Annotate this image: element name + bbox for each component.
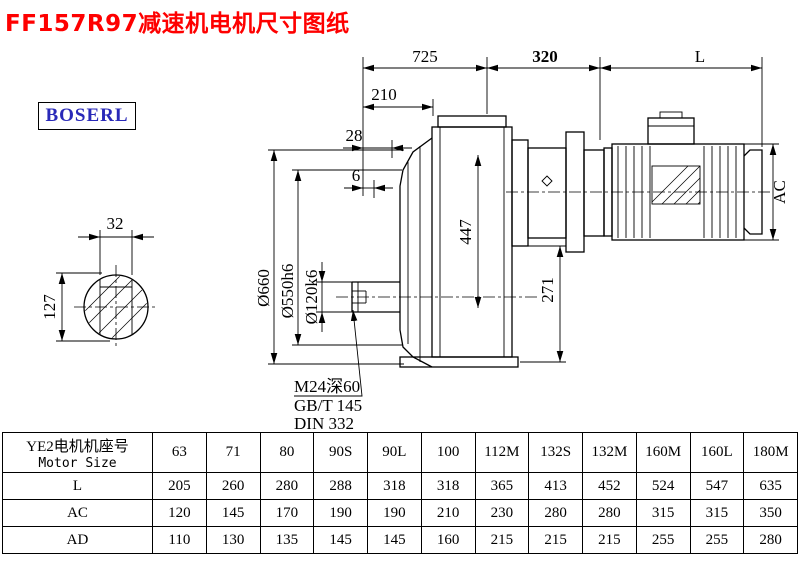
dim-value-cell: 315 [689, 499, 745, 527]
dim-d660: Ø660 [254, 269, 273, 307]
dim-value-cell: 255 [635, 526, 691, 554]
dim-value-cell: 120 [152, 499, 207, 527]
note-din: DIN 332 [294, 414, 354, 432]
terminal-box [647, 117, 695, 145]
page-title: FF157R97减速机电机尺寸图纸 [5, 11, 350, 37]
brand-logo: BOSERL [38, 102, 136, 130]
dim-value-cell: 280 [582, 499, 637, 527]
dim-127: 127 [40, 294, 59, 320]
dim-value-cell: 280 [259, 472, 315, 500]
dim-value-cell: 190 [313, 499, 368, 527]
top-dimensions: 725 320 L 210 28 6 [343, 47, 763, 198]
shaft-end-view: 32 127 [40, 214, 158, 349]
motor-size-col: 112M [474, 432, 530, 473]
dim-value-cell: 215 [582, 526, 637, 554]
motor-size-col: 90L [367, 432, 422, 473]
dim-value-cell: 135 [259, 526, 315, 554]
dim-L: L [695, 47, 705, 66]
motor-size-col: 63 [152, 432, 207, 473]
dim-value-cell: 260 [205, 472, 261, 500]
dim-210: 210 [371, 85, 397, 104]
dim-d550: Ø550h6 [278, 264, 297, 319]
dim-value-cell: 110 [152, 526, 207, 554]
dim-value-cell: 280 [528, 499, 583, 527]
dimension-drawing: 32 127 [40, 47, 789, 432]
dim-value-cell: 130 [205, 526, 261, 554]
dim-value-cell: 315 [635, 499, 691, 527]
dim-AC: AC [770, 180, 789, 204]
motor-size-col: 100 [420, 432, 476, 473]
note-thread: M24深60 [294, 377, 360, 396]
dim-value-cell: 145 [205, 499, 261, 527]
dim-value-cell: 318 [367, 472, 422, 500]
motor-size-col: 180M [743, 432, 798, 473]
fan-cover [743, 149, 763, 235]
dim-value-cell: 170 [259, 499, 315, 527]
dim-value-cell: 547 [689, 472, 745, 500]
brand-text: BOSERL [45, 105, 129, 126]
dim-value-cell: 160 [420, 526, 476, 554]
motor-size-col: 160M [635, 432, 691, 473]
dim-d120: Ø120k6 [302, 270, 321, 325]
dim-271: 271 [538, 277, 557, 303]
dim-value-cell: 145 [367, 526, 422, 554]
dim-value-cell: 635 [743, 472, 798, 500]
dim-value-cell: 280 [743, 526, 798, 554]
motor-size-col: 132S [528, 432, 583, 473]
reducer-side-view [336, 115, 770, 368]
motor-size-col: 80 [259, 432, 315, 473]
vertical-dimensions: AC Ø660 Ø550h6 Ø120k6 447 271 [254, 143, 789, 365]
dim-value-cell: 205 [152, 472, 207, 500]
dim-447: 447 [456, 219, 475, 245]
dim-value-cell: 255 [689, 526, 745, 554]
dim-6: 6 [352, 166, 361, 185]
dim-value-cell: 524 [635, 472, 691, 500]
note-gb: GB/T 145 [294, 396, 362, 415]
motor-nameplate [651, 165, 701, 205]
motor [603, 111, 763, 241]
dim-value-cell: 365 [474, 472, 530, 500]
dim-value-cell: 452 [582, 472, 637, 500]
row-label-AC: AC [2, 499, 153, 527]
motor-size-col: 90S [313, 432, 368, 473]
dim-value-cell: 413 [528, 472, 583, 500]
dim-value-cell: 145 [313, 526, 368, 554]
dim-value-cell: 215 [528, 526, 583, 554]
header-line2: Motor Size [38, 455, 117, 471]
dim-725: 725 [412, 47, 438, 66]
motor-size-col: 160L [689, 432, 745, 473]
motor-size-col: 132M [582, 432, 637, 473]
dim-value-cell: 318 [420, 472, 476, 500]
dim-28: 28 [346, 126, 363, 145]
motor-size-label-cell: YE2电机机座号 Motor Size [2, 432, 153, 473]
motor-size-col: 71 [205, 432, 261, 473]
row-label-L: L [2, 472, 153, 500]
dim-value-cell: 350 [743, 499, 798, 527]
dim-value-cell: 215 [474, 526, 530, 554]
dim-value-cell: 190 [367, 499, 422, 527]
dim-value-cell: 288 [313, 472, 368, 500]
header-line1: YE2电机机座号 [26, 438, 129, 455]
shaft-notes: M24深60 GB/T 145 DIN 332 [294, 309, 363, 432]
dim-value-cell: 230 [474, 499, 530, 527]
dim-value-cell: 210 [420, 499, 476, 527]
row-label-AD: AD [2, 526, 153, 554]
dim-32: 32 [107, 214, 124, 233]
dim-320: 320 [532, 47, 558, 66]
